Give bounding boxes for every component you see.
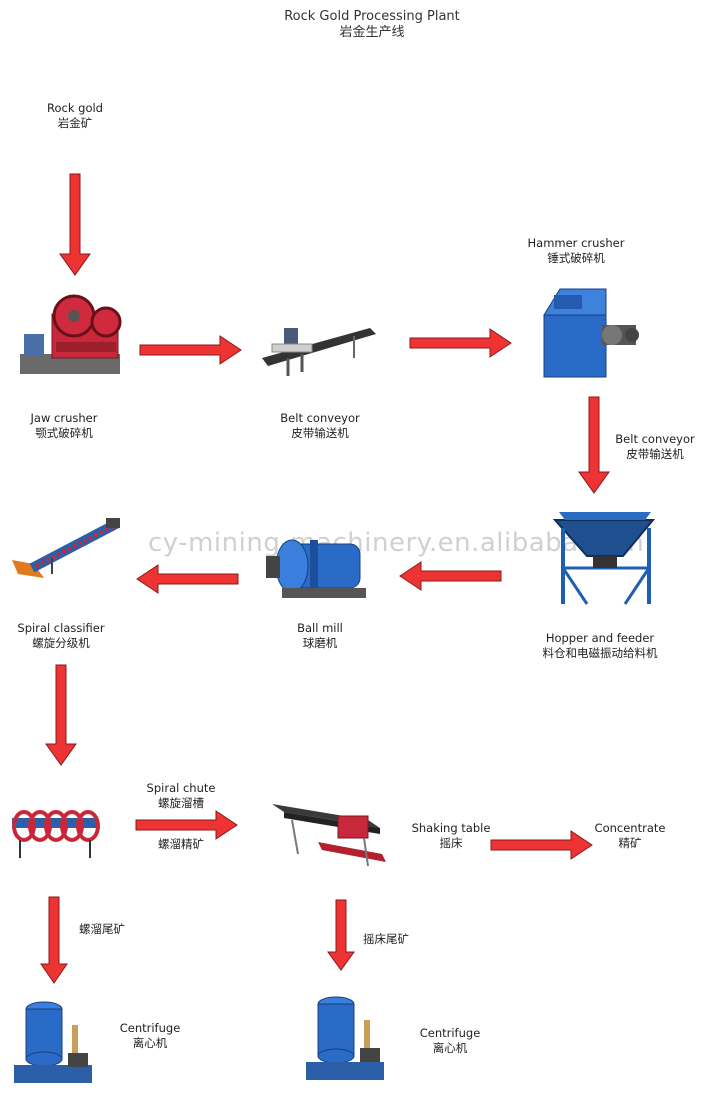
title-en: Rock Gold Processing Plant (284, 9, 460, 24)
label-spiral-chute-concentrate: 螺溜精矿 (158, 837, 204, 851)
label-centrifuge-1: Centrifuge 离心机 (119, 1021, 181, 1050)
label-hammer-crusher: Hammer crusher 锤式破碎机 (527, 236, 625, 265)
label-belt-conveyor-1: Belt conveyor 皮带输送机 (280, 411, 360, 440)
label-spiral-chute: Spiral chute 螺旋溜槽 (146, 781, 216, 810)
arrow-left-ballmill-to-classifier (136, 564, 239, 594)
label-spiral-classifier: Spiral classifier 螺旋分级机 (17, 621, 105, 650)
label-shaking-table: Shaking table 摇床 (411, 821, 491, 850)
shaking-table-illustration (272, 804, 386, 867)
arrow-down-rock-to-jaw (59, 173, 91, 276)
arrow-down-classifier-to-chute (45, 664, 77, 766)
hammer-crusher-illustration (543, 288, 639, 378)
label-spiral-chute-tailings: 螺溜尾矿 (79, 922, 125, 936)
centrifuge-illustration-1 (14, 1001, 92, 1083)
hopper-feeder-illustration (552, 512, 656, 605)
label-rock-gold: Rock gold 岩金矿 (47, 101, 103, 130)
arrow-down-chute-to-centrifuge (40, 896, 68, 984)
arrow-right-jaw-to-belt (139, 335, 242, 365)
arrow-left-hopper-to-ballmill (399, 561, 502, 591)
arrow-right-chute-to-table (135, 810, 238, 840)
label-ball-mill: Ball mill 球磨机 (297, 621, 343, 650)
title-zh: 岩金生产线 (339, 25, 405, 40)
arrow-right-table-to-concentrate (490, 830, 593, 860)
spiral-classifier-illustration (12, 518, 120, 578)
belt-conveyor-illustration-1 (262, 328, 376, 376)
diagram-title: Rock Gold Processing Plant 岩金生产线 (284, 9, 460, 41)
ball-mill-illustration (266, 539, 366, 598)
centrifuge-illustration-2 (306, 996, 384, 1080)
label-hopper-feeder: Hopper and feeder 料仓和电磁振动给料机 (542, 631, 658, 660)
arrow-down-hammer-to-hopper (578, 396, 610, 494)
spiral-chute-illustration (12, 810, 100, 858)
label-shaking-table-tailings: 摇床尾矿 (363, 932, 409, 946)
label-centrifuge-2: Centrifuge 离心机 (419, 1026, 481, 1055)
arrow-right-belt-to-hammer (409, 328, 512, 358)
label-concentrate: Concentrate 精矿 (594, 821, 666, 850)
label-jaw-crusher: Jaw crusher 颚式破碎机 (30, 411, 98, 440)
jaw-crusher-illustration (20, 294, 122, 374)
arrow-down-table-to-centrifuge (327, 899, 355, 971)
label-belt-conveyor-2: Belt conveyor 皮带输送机 (615, 432, 695, 461)
